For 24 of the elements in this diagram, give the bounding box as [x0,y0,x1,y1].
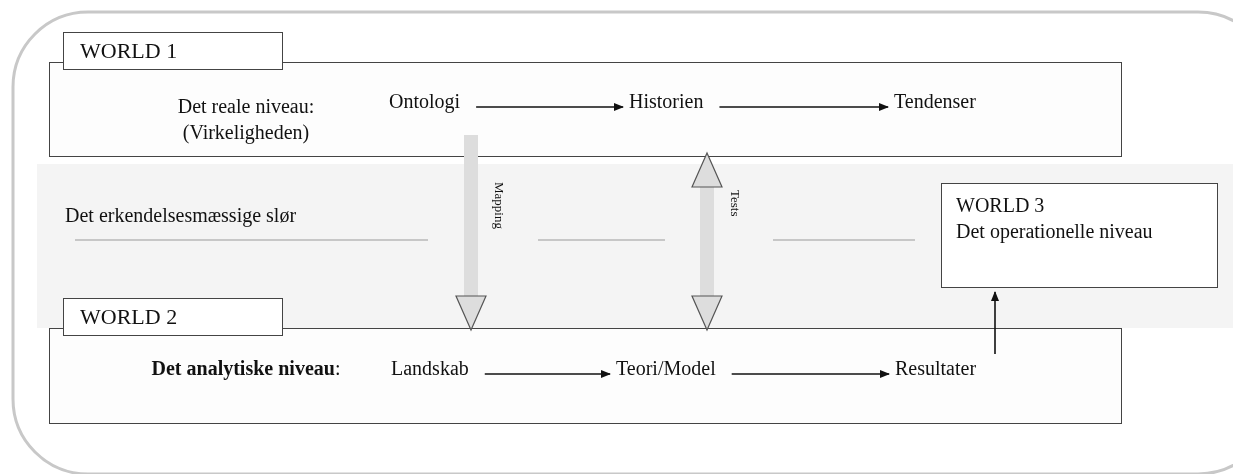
arrow [475,103,624,111]
arrow [483,370,611,378]
edge-label: Mapping [491,182,507,229]
concept-text: Tendenser [894,89,976,113]
edge-label: Tests [727,190,743,217]
level-description: Det analytiske niveau: [150,356,342,381]
arrow [991,291,999,355]
block-arrow [455,135,487,331]
panel-tab: WORLD 2 [63,298,283,336]
block-arrow [691,152,723,331]
concept-text: Landskab [391,356,469,380]
box-text: Det operationelle niveau [956,219,1154,244]
veil-band [37,164,1233,297]
concept-text: Ontologi [389,89,461,113]
box-heading: WORLD 3 [956,193,1046,218]
arrow [718,103,889,111]
level-box [941,183,1218,288]
panel-tab: WORLD 1 [63,32,283,70]
level-description: Det reale niveau: (Virkeligheden) [176,94,316,145]
concept-text: Teori/Model [616,356,716,380]
concept-text: Resultater [895,356,977,380]
band-label: Det erkendelsesmæssige slør [65,203,297,228]
concept-text: Historien [629,89,704,113]
arrow [730,370,890,378]
